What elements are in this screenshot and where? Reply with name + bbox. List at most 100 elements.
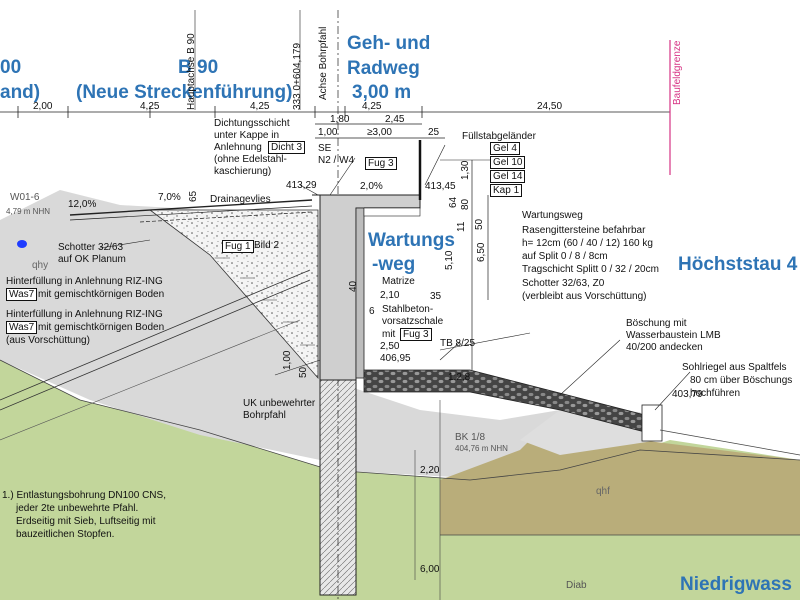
dim-1-00: 1,00 [318,127,338,138]
dim-4-25-b: 4,25 [250,101,270,112]
matrize-label: Matrize [382,276,415,287]
dim-2-10: 2,10 [380,290,400,301]
path-heading-1: Geh- und [347,33,431,54]
boeschung-line-2: Wasserbaustein LMB [626,330,721,341]
qhy-label: qhy [32,260,49,271]
hinterfuellung-2-line-1: Hinterfüllung in Anlehnung RIZ-ING [6,309,163,320]
drainagevlies-label: Drainagevlies [210,194,271,205]
sohlriegel-line-3: hochführen [690,388,741,399]
gel10-tag: Gel 10 [490,156,526,169]
dim-2-45: 2,45 [385,114,405,125]
uk-bohrpfahl-line-2: Bohrpfahl [243,410,286,421]
dim-64: 64 [448,196,459,208]
w01-elevation: 4,79 m NHN [6,207,51,216]
dim-1-30: 1,30 [460,160,471,180]
hinterfuellung-1-line-2: mit gemischtkörnigen Boden [38,289,165,300]
wartungsweg-line-3: h= 12cm (60 / 40 / 12) 160 kg [522,238,653,249]
fug3-facing-tag: Fug 3 [400,328,432,341]
dim-40: 40 [348,280,359,292]
dim-25: 25 [428,127,440,138]
wartungsweg-line-2: Rasengittersteine befahrbar [522,225,646,236]
abdichtung-line-4: (ohne Edelstahl- [214,154,287,165]
bohrpfahl-axis-label: Achse Bohrpfahl [318,26,329,100]
hinterfuellung-2-line-2: mit gemischtkörnigen Boden [38,322,165,333]
n2w4-label: N2 / W4 [318,155,355,166]
dim-4-25-c: 4,25 [362,101,382,112]
dicht3-tag: Dicht 3 [268,141,306,154]
baufeldgrenze-label: Baufeldgrenze [672,40,683,106]
dim-6-50: 6,50 [476,242,487,262]
gel14-tag: Gel 14 [490,170,526,183]
dim-50-b: 50 [298,366,309,378]
note-line-2: jeder 2te unbewehrte Pfahl. [16,503,139,514]
hauptachse-label: Hauptachse B 90 [186,33,197,110]
hinterfuellung-2-was7-tag: Was7 [6,321,38,334]
elev-413-45: 413,45 [425,181,456,192]
wartungsweg-heading-2: -weg [372,254,416,275]
slope-7-0: 7,0% [158,192,181,203]
fug1-tag: Fug 1 [222,240,254,253]
gel4-tag: Gel 4 [490,142,520,155]
dim-3-00: ≥3,00 [367,127,392,138]
slope-12-0: 12,0% [68,199,97,210]
fug3-top-tag: Fug 3 [365,157,397,170]
abdichtung-line-2: unter Kappe in [214,130,280,141]
slope-1-2-8: 1:2,8 [448,372,471,383]
dim-2-00: 2,00 [33,101,53,112]
bk-label: BK 1/8 [455,432,486,443]
boeschung-line-1: Böschung mit [626,318,687,329]
elev-413-29: 413,29 [286,180,317,191]
riprap-slope [363,369,646,433]
wartungsweg-line-7: (verbleibt aus Vorschüttung) [522,291,647,302]
schotter-label-1: Schotter 32/63 [58,242,124,253]
uk-bohrpfahl-line-1: UK unbewehrter [243,398,316,409]
dim-24-50: 24,50 [537,101,563,112]
wartungsweg-line-5: Tragschicht Splitt 0 / 32 / 20cm [522,264,659,275]
road-left-heading-2: and) [0,82,41,103]
path-heading-3: 3,00 m [352,82,412,103]
dim-4-25-a: 4,25 [140,101,160,112]
hinterfuellung-2-line-3: (aus Vorschüttung) [6,335,90,346]
stahlbeton-line-1: Stahlbeton- [382,304,434,315]
wartungsweg-line-6: Schotter 32/63, Z0 [522,278,605,289]
water-level-marker [17,240,27,248]
path-heading-2: Radweg [347,58,420,79]
dim-50: 50 [474,218,485,230]
road-left-heading-1: 00 [0,57,22,78]
qhf-label: qhf [596,486,610,497]
road-b90-heading: B 90 [178,57,219,78]
stahlbeton-line-2: vorsatzschale [382,316,444,327]
dim-80: 80 [460,198,471,210]
hoechststau-heading: Höchststau 4 [678,254,798,275]
dim-35: 35 [430,291,442,302]
abdichtung-line-5: kaschierung) [214,166,272,177]
bild2-label: Bild 2 [254,240,280,251]
tb825-label: TB 8/25 [440,338,476,349]
niedrigwasser-heading: Niedrigwass [680,574,792,595]
dim-2-20: 2,20 [420,465,440,476]
hinterfuellung-1-was7-tag: Was7 [6,288,38,301]
bk-elevation: 404,76 m NHN [455,444,508,453]
green-soil-layer [0,360,800,600]
station-label: 333 0+604,179 [292,42,303,110]
note-line-4: bauzeitlichen Stopfen. [16,529,115,540]
schotter-label-2: auf OK Planum [58,254,126,265]
kap1-tag: Kap 1 [490,184,523,197]
diab-label: Diab [566,580,587,591]
path-pavement [363,207,421,217]
note-line-1: 1.) Entlastungsbohrung DN100 CNS, [2,490,166,501]
dim-6-00: 6,00 [420,564,440,575]
w01-label: W01-6 [10,192,40,203]
sill-stone [641,404,663,442]
abdichtung-line-3: Anlehnung [214,142,262,153]
gravel-backfill [148,209,319,380]
dim-6: 6 [369,306,375,317]
abdichtung-line-1: Dichtungsschicht [214,118,290,129]
sohlriegel-line-2: 80 cm über Böschungs [690,375,793,386]
note-line-3: Erdseitig mit Sieb, Luftseitig mit [16,516,156,527]
dim-65: 65 [188,190,199,202]
elev-403-79: 403,79 [672,389,703,400]
wartungsweg-line-1: Wartungsweg [522,210,583,221]
wartungsweg-heading-1: Wartungs [368,230,455,251]
